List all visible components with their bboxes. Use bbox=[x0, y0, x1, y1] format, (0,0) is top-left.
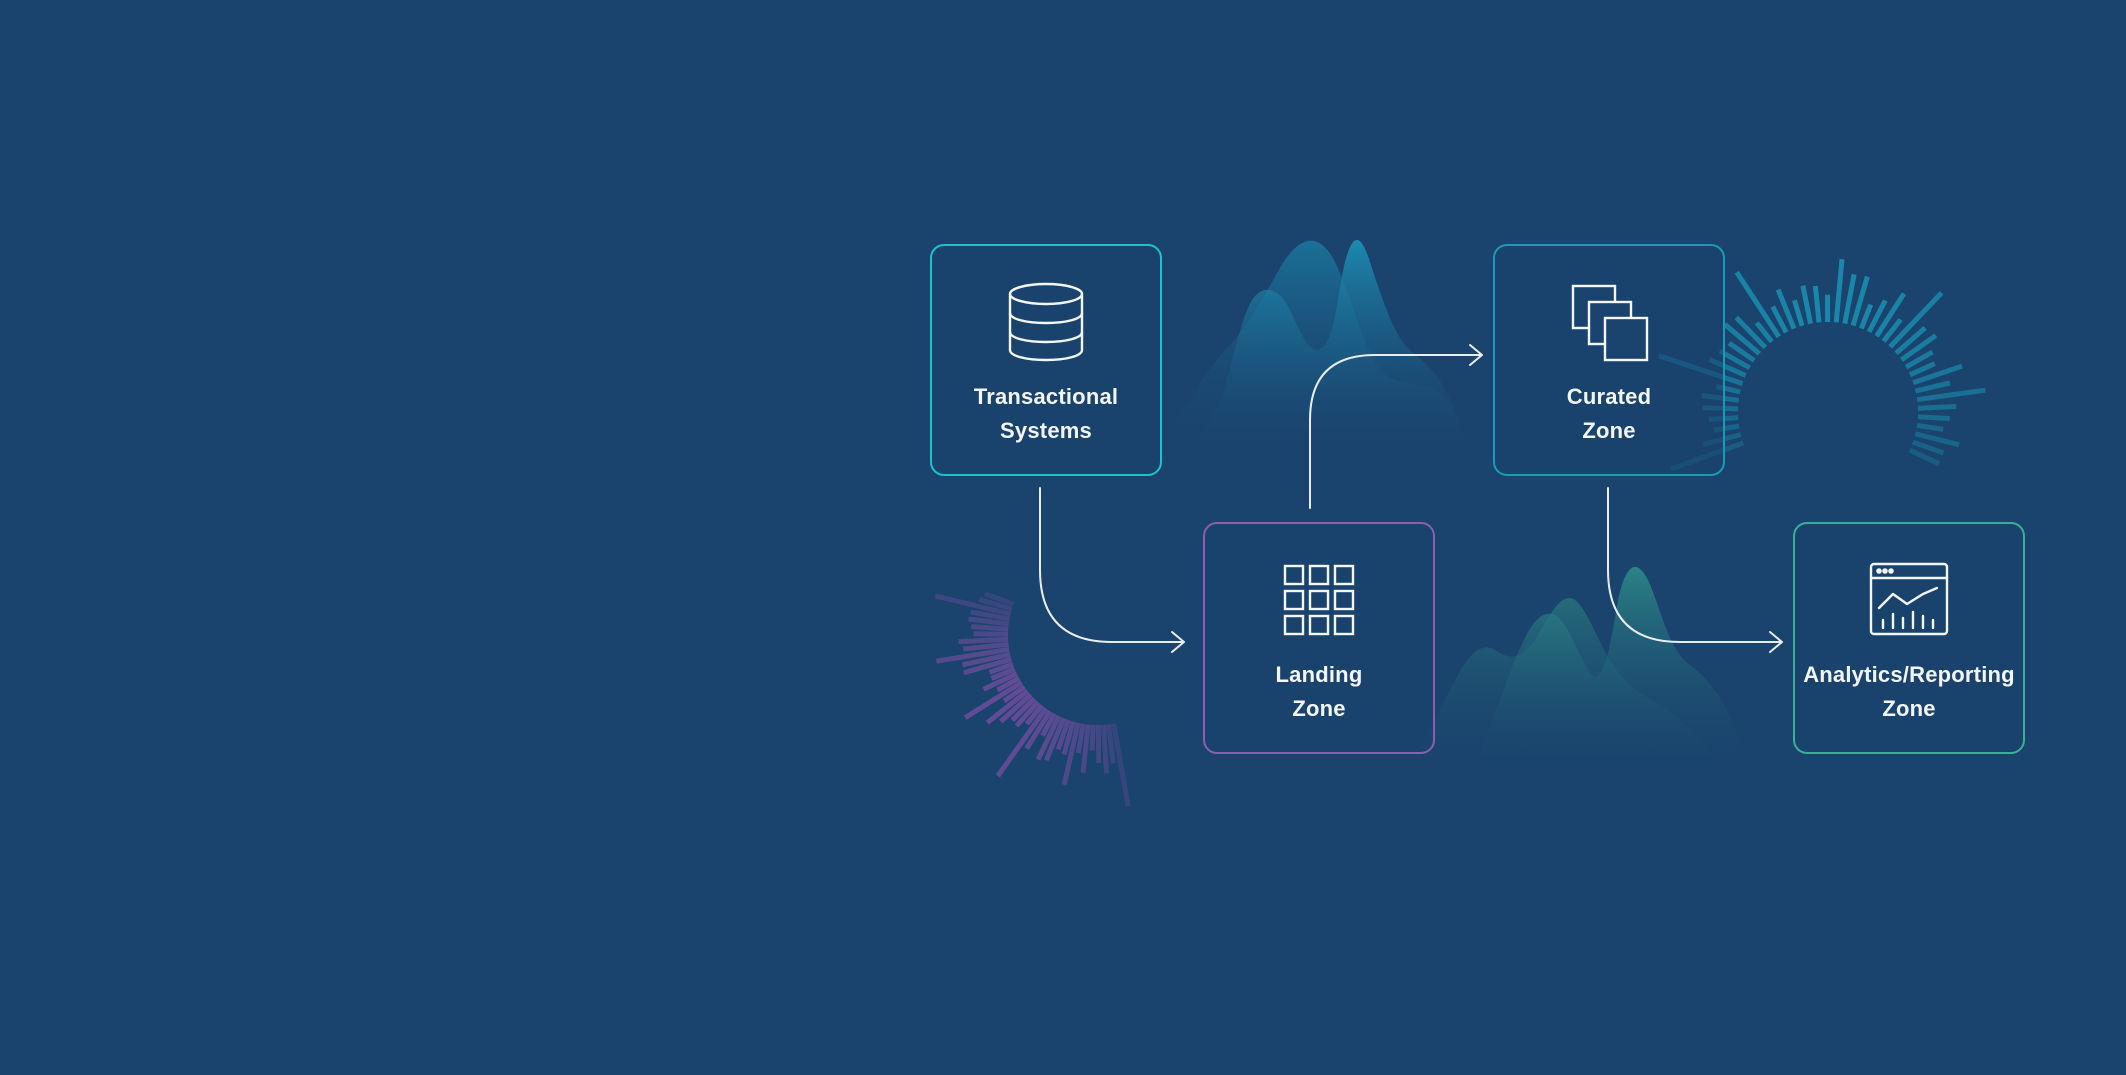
radial-bar bbox=[1894, 326, 1927, 355]
radial-bar bbox=[985, 688, 1029, 725]
radial-bar bbox=[978, 596, 1013, 612]
radial-bar bbox=[1916, 387, 1986, 403]
radial-bar bbox=[1899, 333, 1938, 362]
radial-bar bbox=[1812, 285, 1822, 323]
arrowhead-icon bbox=[1469, 344, 1483, 366]
radial-bar bbox=[1101, 724, 1109, 774]
radial-bar bbox=[1024, 709, 1053, 750]
connector-transactional-to-landing bbox=[1039, 487, 1185, 653]
radial-bar bbox=[1874, 292, 1907, 338]
radial-bar bbox=[1917, 404, 1957, 411]
radial-bar bbox=[1089, 724, 1096, 751]
radial-bar bbox=[1912, 363, 1963, 386]
radial-bar bbox=[1043, 717, 1067, 762]
radial-bar bbox=[1911, 439, 1945, 456]
radial-bar bbox=[1723, 322, 1762, 356]
radial-bar bbox=[1917, 414, 1950, 421]
radial-bar bbox=[1914, 431, 1960, 448]
radial-bar bbox=[1754, 321, 1774, 344]
radial-bar bbox=[1904, 349, 1934, 370]
radial-bar bbox=[958, 636, 1009, 645]
node-landing-zone: Landing Zone bbox=[1203, 522, 1435, 754]
radial-bar bbox=[1002, 684, 1026, 704]
radial-bar bbox=[1024, 703, 1044, 726]
radial-bar bbox=[935, 646, 1010, 664]
radial-bar bbox=[1916, 422, 1944, 432]
node-transactional-systems: Transactional Systems bbox=[930, 244, 1162, 476]
arrowhead-icon bbox=[1769, 631, 1783, 653]
radial-bar bbox=[934, 593, 1012, 617]
radial-bars-purple-decoration bbox=[934, 591, 1131, 807]
radial-bar bbox=[1061, 720, 1076, 756]
radial-bar bbox=[1792, 299, 1805, 327]
node-label: Transactional Systems bbox=[932, 380, 1160, 448]
radial-bar bbox=[1914, 380, 1951, 394]
radial-bar bbox=[1055, 719, 1071, 751]
radial-bar bbox=[963, 656, 1012, 676]
radial-bar bbox=[990, 666, 1016, 681]
radial-bar bbox=[1908, 447, 1941, 467]
node-label-line: Landing bbox=[1275, 662, 1363, 687]
radial-bar bbox=[1106, 724, 1116, 764]
radial-bar bbox=[1850, 275, 1870, 327]
radial-bar bbox=[970, 624, 1009, 632]
node-label: Analytics/Reporting Zone bbox=[1795, 658, 2023, 726]
radial-bar bbox=[962, 651, 1011, 668]
radial-bar bbox=[1881, 317, 1903, 343]
radial-bar bbox=[1040, 712, 1057, 737]
node-label-line: Analytics/Reporting bbox=[1803, 662, 2015, 687]
connector-curated-to-analytics bbox=[1607, 487, 1783, 653]
radial-bar bbox=[963, 680, 1023, 720]
node-analytics-reporting-zone: Analytics/Reporting Zone bbox=[1793, 522, 2025, 754]
radial-bar bbox=[1014, 700, 1040, 728]
radial-bar bbox=[1734, 315, 1768, 350]
radial-bar bbox=[970, 609, 1010, 622]
radial-bar bbox=[1842, 273, 1857, 325]
radial-bar bbox=[1080, 724, 1091, 774]
radial-bar bbox=[996, 675, 1021, 693]
node-label-line: Systems bbox=[1000, 418, 1092, 443]
teal-mountain-shape bbox=[1130, 239, 1490, 460]
radial-bar bbox=[1111, 723, 1131, 807]
node-label: Landing Zone bbox=[1205, 658, 1433, 726]
radial-bar bbox=[1075, 723, 1086, 754]
radial-bar bbox=[1908, 361, 1936, 378]
radial-bar bbox=[968, 616, 1010, 627]
radial-bar bbox=[1800, 285, 1813, 325]
dashboard-chart-icon bbox=[1869, 562, 1949, 636]
radial-bar bbox=[983, 591, 1015, 607]
radial-bar bbox=[1061, 722, 1081, 786]
grid-icon bbox=[1283, 564, 1355, 636]
node-label-line: Zone bbox=[1292, 696, 1346, 721]
node-label-line: Transactional bbox=[973, 384, 1119, 409]
radial-bar bbox=[1010, 696, 1036, 723]
radial-bar bbox=[1858, 303, 1874, 330]
arrowhead-icon bbox=[1171, 631, 1185, 653]
radial-bar bbox=[1833, 258, 1845, 323]
radial-bar bbox=[1727, 341, 1756, 363]
database-icon bbox=[1008, 282, 1084, 362]
radial-bar bbox=[1775, 288, 1797, 330]
node-label: Curated Zone bbox=[1495, 380, 1723, 448]
node-curated-zone: Curated Zone bbox=[1493, 244, 1725, 476]
green-mountain-shape bbox=[1395, 566, 1760, 780]
radial-bar bbox=[982, 671, 1018, 692]
radial-bar bbox=[1770, 305, 1789, 334]
radial-bar bbox=[1888, 291, 1944, 349]
radial-bar bbox=[999, 692, 1033, 724]
radial-bar bbox=[1035, 715, 1062, 761]
radial-bar bbox=[995, 706, 1048, 778]
radial-bar bbox=[1734, 270, 1781, 339]
node-label-line: Zone bbox=[1882, 696, 1936, 721]
node-label-line: Curated bbox=[1566, 384, 1652, 409]
radial-bar bbox=[1866, 299, 1888, 334]
radial-bar bbox=[963, 641, 1009, 652]
node-label-line: Zone bbox=[1582, 418, 1636, 443]
radial-bar bbox=[988, 661, 1014, 675]
connector-landing-to-curated bbox=[1309, 344, 1483, 509]
stacked-squares-icon bbox=[1571, 284, 1649, 362]
